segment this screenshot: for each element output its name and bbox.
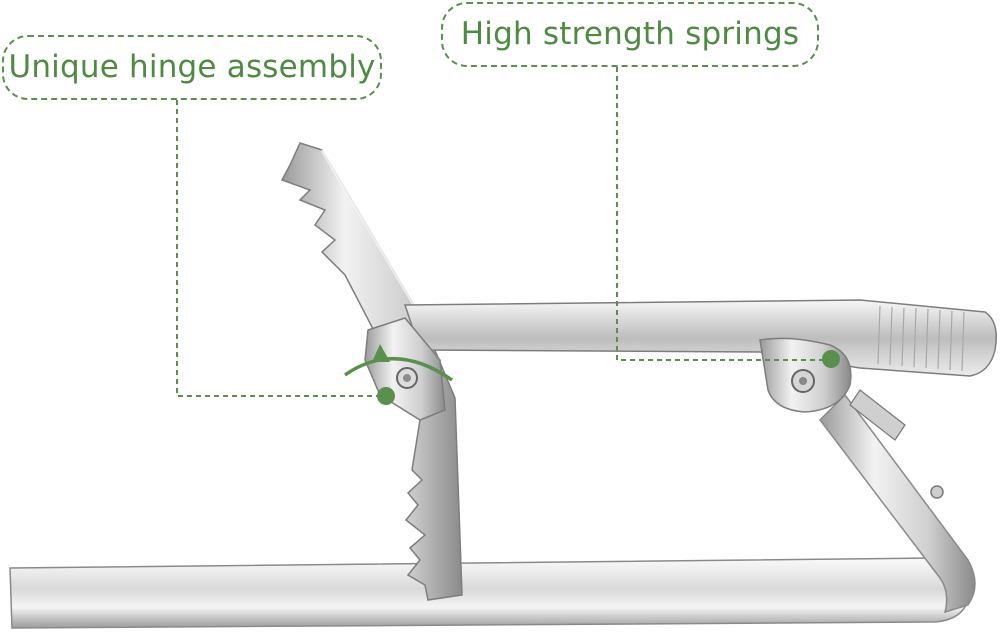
lever-arm — [403, 299, 997, 377]
springs-callout-label: High strength springs — [460, 16, 800, 52]
toothed-jaw — [280, 142, 463, 601]
hinge-callout-label: Unique hinge assembly — [8, 49, 376, 85]
rivet-hole-icon — [930, 485, 944, 499]
hinge-callout: Unique hinge assembly — [2, 35, 382, 100]
leader-lines — [176, 67, 840, 405]
rotation-arc-icon — [343, 357, 454, 382]
base-bar — [9, 393, 976, 629]
arrow-up-icon — [372, 344, 390, 362]
spring-marker-dot-icon — [822, 350, 840, 368]
hinge-marker-dot-icon — [377, 387, 395, 405]
springs-callout: High strength springs — [441, 2, 819, 67]
